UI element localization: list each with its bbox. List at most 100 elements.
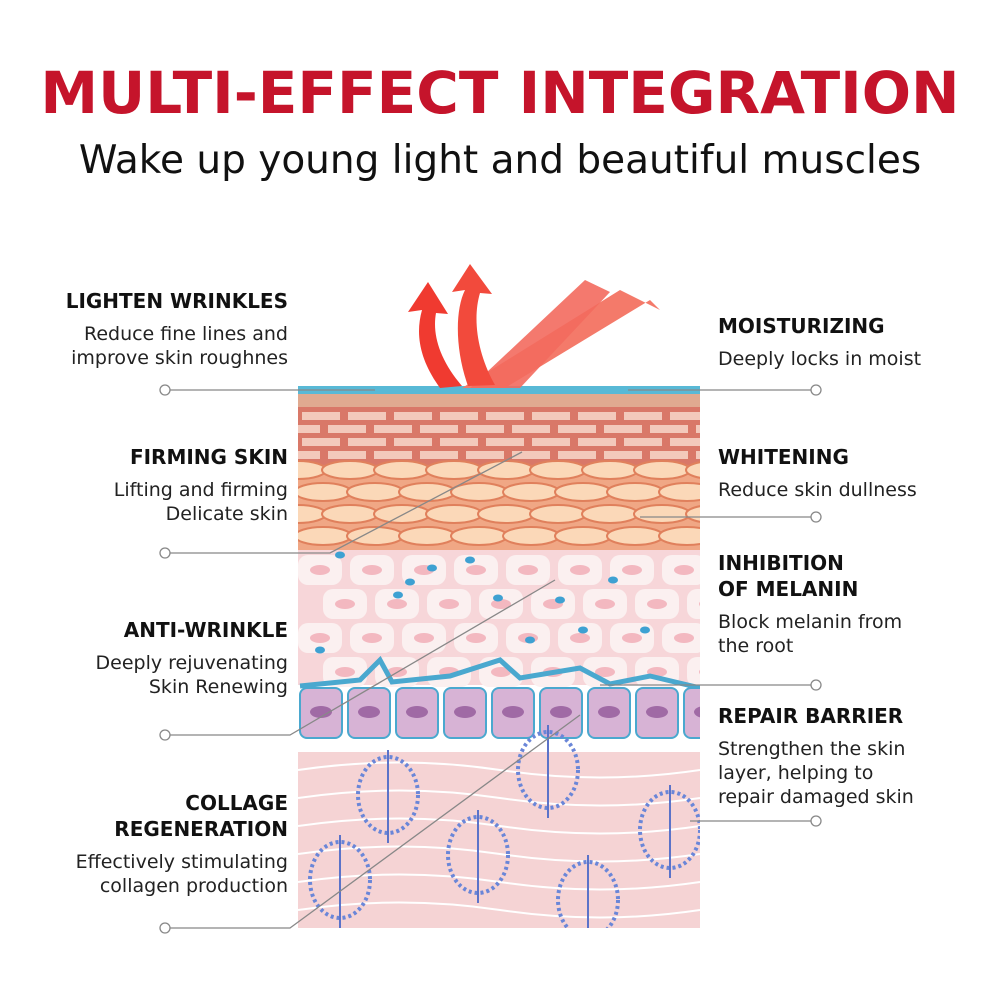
brick — [512, 425, 550, 433]
cell-nucleus — [491, 667, 511, 677]
melanocyte-network — [299, 655, 700, 691]
cell-nucleus — [362, 565, 382, 575]
connector-lines — [159, 384, 822, 934]
cell-nucleus — [387, 599, 407, 609]
connector-dot — [810, 511, 822, 523]
brick — [696, 425, 700, 433]
cell-nucleus — [595, 599, 615, 609]
melanin-granule — [335, 551, 345, 559]
cell-nucleus — [358, 706, 380, 718]
brick — [650, 425, 688, 433]
tan-band — [298, 393, 700, 407]
brick — [440, 438, 478, 446]
melanin-granule — [493, 594, 503, 602]
dermis-fiber — [298, 761, 700, 779]
brick — [348, 412, 386, 420]
brick — [578, 438, 616, 446]
melanin-granule — [608, 576, 618, 584]
benefit-description: Reduce fine lines and improve skin rough… — [71, 323, 288, 369]
skin-cell — [687, 589, 700, 619]
brick — [466, 451, 504, 459]
cell-nucleus — [335, 667, 355, 677]
cell-nucleus — [518, 565, 538, 575]
moisture-film — [298, 386, 700, 394]
connector-dot — [810, 679, 822, 691]
flat-cell — [658, 482, 700, 502]
cell-nucleus — [310, 633, 330, 643]
flat-cell — [425, 460, 483, 480]
flat-cell — [554, 526, 612, 546]
arrow-icon — [470, 280, 610, 388]
melanin-granule — [640, 626, 650, 634]
flat-cell — [581, 504, 639, 524]
benefit-heading: WHITENING — [718, 445, 849, 469]
flat-cell — [321, 460, 379, 480]
cell-nucleus — [310, 565, 330, 575]
dermis-fiber — [298, 817, 700, 835]
melanin-granule — [315, 646, 325, 654]
brick — [328, 451, 366, 459]
brick — [466, 425, 504, 433]
arrow-icon — [452, 264, 495, 386]
brick — [696, 451, 700, 459]
flat-cell — [529, 504, 587, 524]
arrow-icon — [408, 282, 462, 388]
left-benefit: COLLAGE REGENERATION Effectively stimulat… — [76, 790, 288, 898]
skin-cell — [687, 657, 700, 687]
flat-cell — [477, 504, 535, 524]
dermis-fiber — [298, 845, 700, 863]
flat-cell — [685, 505, 700, 523]
cell-nucleus — [598, 706, 620, 718]
cell-nucleus — [310, 706, 332, 718]
flat-cell — [502, 482, 560, 502]
flat-cell — [502, 526, 560, 546]
brick — [394, 438, 432, 446]
brick — [624, 438, 662, 446]
brick — [486, 412, 524, 420]
cell-nucleus — [466, 633, 486, 643]
brick — [512, 451, 550, 459]
cell-nucleus — [439, 599, 459, 609]
brick — [348, 438, 386, 446]
brick — [394, 412, 432, 420]
flat-cell — [606, 526, 664, 546]
benefit-heading: REPAIR BARRIER — [718, 704, 904, 728]
flat-cell — [450, 526, 508, 546]
cell-nucleus — [699, 601, 700, 607]
connector-dot — [159, 547, 171, 559]
cell-nucleus — [550, 706, 572, 718]
cell-nucleus — [570, 565, 590, 575]
cell-nucleus — [699, 669, 700, 675]
benefit-heading: MOISTURIZING — [718, 314, 885, 338]
left-benefit: FIRMING SKIN Lifting and firming Delicate… — [114, 444, 288, 526]
flat-cell — [373, 504, 431, 524]
flat-cell — [298, 526, 352, 546]
flat-cell — [658, 526, 700, 546]
connector-line — [165, 579, 556, 736]
brick — [558, 425, 596, 433]
brick — [670, 438, 700, 446]
collagen-fiber-icon — [638, 785, 700, 878]
upward-arrows — [408, 264, 660, 388]
brick — [328, 425, 366, 433]
brick — [420, 451, 458, 459]
benefit-description: Lifting and firming Delicate skin — [113, 479, 288, 525]
cell-nucleus — [491, 599, 511, 609]
melanin-granule — [405, 578, 415, 586]
collagen-fiber-icon — [308, 835, 372, 928]
cell-nucleus — [622, 565, 642, 575]
benefit-description: Block melanin from the root — [718, 611, 903, 657]
dermis-fiber — [298, 789, 700, 807]
benefit-heading: FIRMING SKIN — [129, 445, 288, 469]
benefit-description: Effectively stimulating collagen product… — [75, 851, 288, 897]
benefit-heading: COLLAGE REGENERATION — [114, 791, 288, 841]
melanin-granule — [525, 636, 535, 644]
flat-cell — [554, 482, 612, 502]
benefit-heading: ANTI-WRINKLE — [123, 618, 288, 642]
white-gap — [298, 740, 700, 752]
page-subtitle: Wake up young light and beautiful muscle… — [78, 138, 922, 183]
